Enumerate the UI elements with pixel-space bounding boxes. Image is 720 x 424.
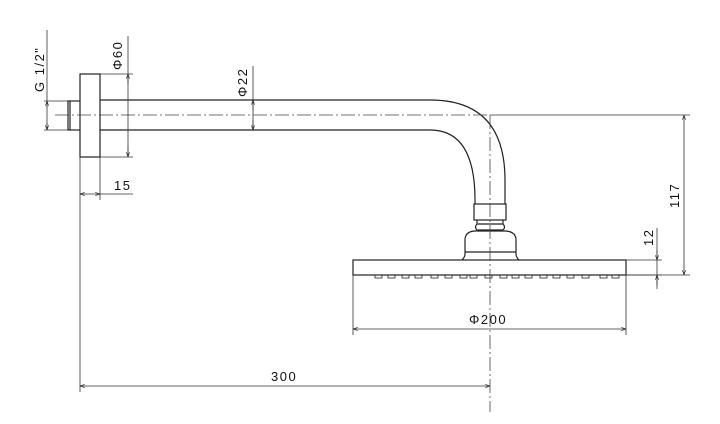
nozzle	[552, 274, 561, 279]
head-connector	[461, 230, 520, 261]
dim-head-diameter: Φ200	[352, 275, 627, 335]
nozzle	[524, 274, 533, 279]
dim-arm-length-label: 300	[271, 369, 297, 384]
nozzle	[444, 274, 453, 279]
dim-flange-thickness-label: 15	[114, 178, 131, 193]
nozzle	[581, 274, 590, 279]
dim-head-thickness-label: 12	[641, 229, 656, 246]
dim-flange-thickness: 15	[79, 157, 133, 392]
nozzle	[414, 274, 423, 279]
nozzles	[374, 274, 620, 279]
dim-thread: G 1/2"	[32, 30, 80, 131]
dim-head-thickness: 12	[626, 228, 662, 289]
wall-flange	[79, 73, 101, 158]
nozzle	[459, 274, 468, 279]
collar-neck	[474, 220, 506, 231]
nozzle	[401, 274, 410, 279]
nozzle	[611, 274, 620, 279]
nozzle	[566, 274, 575, 279]
nozzle	[599, 274, 608, 279]
pipe-inner	[100, 129, 476, 204]
pipe-outer	[100, 99, 506, 204]
dim-pipe-diameter: Φ22	[235, 66, 253, 130]
dim-thread-label: G 1/2"	[32, 47, 47, 92]
nozzle	[387, 274, 396, 279]
dim-drop-height: 117	[490, 114, 690, 276]
dim-pipe-diameter-label: Φ22	[235, 68, 250, 97]
dim-head-diameter-label: Φ200	[469, 312, 507, 327]
dim-flange-diameter-label: Φ60	[110, 41, 125, 70]
shower-arm	[67, 73, 627, 279]
nozzle	[511, 274, 520, 279]
nozzle	[539, 274, 548, 279]
nozzle	[374, 274, 383, 279]
dim-drop-height-label: 117	[667, 183, 682, 208]
nozzle	[484, 274, 493, 279]
dim-flange-diameter: Φ60	[100, 36, 133, 158]
threaded-inlet	[67, 100, 80, 131]
nozzle	[499, 274, 508, 279]
nozzle	[430, 274, 439, 279]
nozzle	[469, 274, 478, 279]
dim-arm-length: 300	[80, 369, 490, 386]
shower-head-plate	[352, 259, 627, 276]
